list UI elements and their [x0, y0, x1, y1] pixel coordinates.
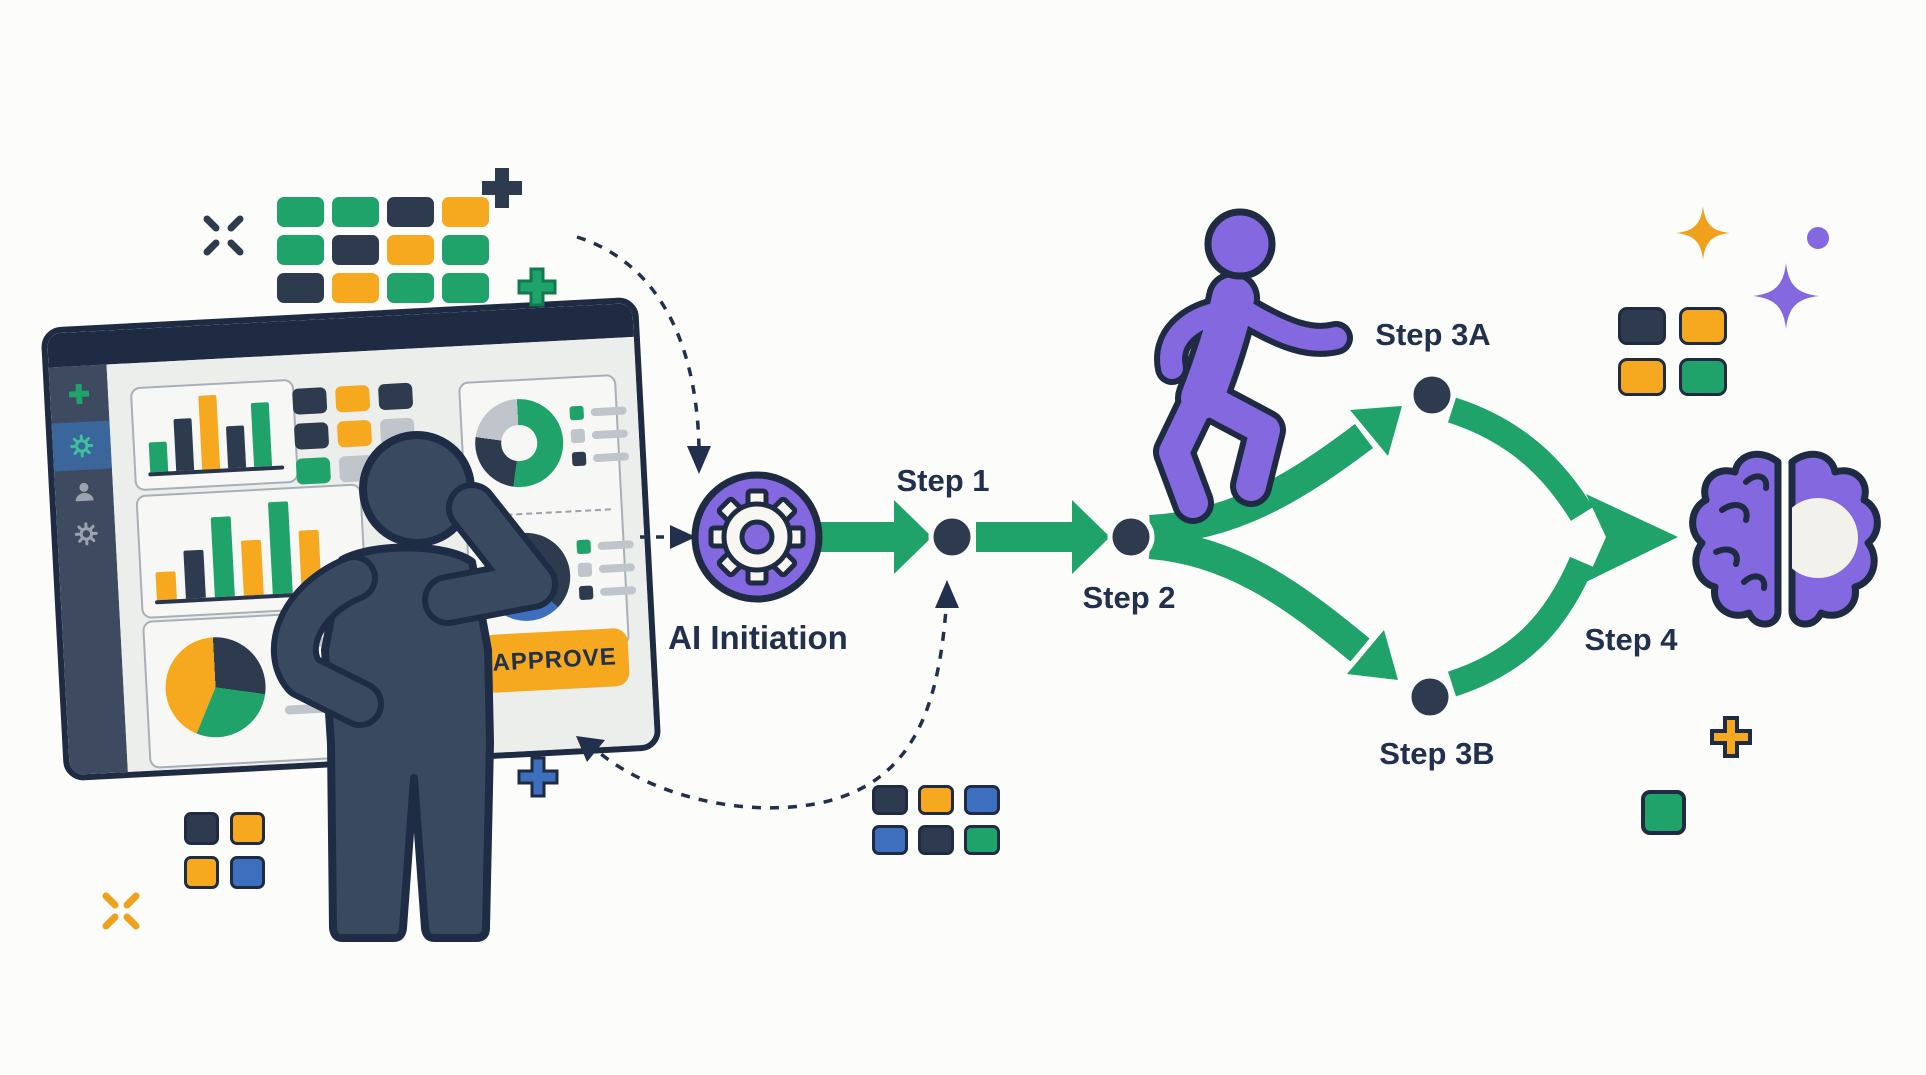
- gear-icon[interactable]: [74, 521, 99, 546]
- arrowhead-down: [687, 446, 711, 474]
- node-step-3a: [1408, 371, 1456, 419]
- grid-cell-navy: [918, 825, 954, 855]
- cross-mark-icon: [102, 892, 140, 930]
- step4-arrowhead: [1586, 494, 1678, 582]
- grid-cell-green: [332, 197, 379, 227]
- grid-cell-orange: [1679, 307, 1727, 345]
- grid-cell-green: [277, 197, 324, 227]
- user-icon[interactable]: [72, 479, 97, 504]
- grid-cell-navy: [872, 785, 908, 815]
- grid-cell-green: [277, 235, 324, 265]
- arrowhead-up: [935, 580, 959, 608]
- sparkle-icon: [1676, 206, 1730, 260]
- dashboard-panel: APPROVE: [40, 296, 662, 782]
- deco-grid-top-left: [277, 197, 489, 303]
- grid-cell-orange: [1618, 358, 1666, 396]
- thinking-person-body: [321, 543, 494, 942]
- branch-down: [1148, 529, 1370, 662]
- node-step-2: [1107, 513, 1155, 561]
- deco-grid-bottom-middle: [872, 785, 1000, 855]
- dashboard-sidebar: [48, 364, 128, 776]
- arrowhead-right: [670, 525, 696, 549]
- grid-cell-green: [442, 235, 489, 265]
- grid-cell-orange: [230, 812, 265, 845]
- node-step-1: [928, 513, 976, 561]
- node-step-3b: [1406, 673, 1454, 721]
- plus-icon[interactable]: [66, 381, 91, 406]
- walking-person-head: [1204, 208, 1276, 280]
- label-step-4: Step 4: [1584, 622, 1678, 657]
- label-step-1: Step 1: [896, 463, 990, 498]
- plus-icon: [482, 168, 522, 208]
- grid-cell-green: [387, 273, 434, 303]
- step-nodes: [928, 371, 1456, 721]
- sparkle-icon: [1753, 263, 1819, 329]
- grid-cell-green: [442, 273, 489, 303]
- brain-folds: [1713, 473, 1770, 591]
- gear-icon: [708, 488, 806, 586]
- grid-cell-blue: [230, 856, 265, 889]
- plus-icon: [517, 267, 557, 307]
- brain-left-half: [1689, 450, 1782, 628]
- label-ai-initiation: AI Initiation: [668, 619, 848, 656]
- grid-cell-blue: [964, 785, 1000, 815]
- arrow-step1: [818, 500, 932, 574]
- branch-up-arrowhead: [1350, 406, 1402, 456]
- dashed-arrow-to-gear: [576, 235, 701, 448]
- dashed-feedback-loop: [592, 595, 949, 810]
- branch-down-arrowhead: [1347, 630, 1398, 680]
- grid-cell-green: [964, 825, 1000, 855]
- deco-green-square: [1641, 790, 1686, 835]
- curve-3b-to-4: [1447, 556, 1594, 697]
- grid-cell-orange: [442, 197, 489, 227]
- thinking-person-right-arm: [428, 488, 552, 620]
- grid-cell-navy: [387, 197, 434, 227]
- gear-icon[interactable]: [69, 433, 94, 458]
- grid-cell-orange: [387, 235, 434, 265]
- plus-icon: [1710, 716, 1752, 758]
- thinking-person-left-arm: [276, 560, 378, 722]
- ai-gear-badge: [691, 471, 823, 603]
- grid-cell-navy: [184, 812, 219, 845]
- dot-icon: [1807, 227, 1829, 249]
- curve-3a-to-4: [1447, 397, 1594, 521]
- grid-cell-orange: [184, 856, 219, 889]
- label-step-3b: Step 3B: [1379, 736, 1495, 771]
- brain-icon: [1689, 450, 1881, 628]
- grid-cell-navy: [332, 235, 379, 265]
- grid-cell-orange: [918, 785, 954, 815]
- arrowhead-up-left: [576, 736, 605, 762]
- label-step-3a: Step 3A: [1375, 317, 1491, 352]
- label-step-2: Step 2: [1082, 580, 1176, 615]
- thinking-person: [270, 431, 558, 942]
- grid-cell-blue: [872, 825, 908, 855]
- grid-cell-navy: [1618, 307, 1666, 345]
- converge-curves: [1447, 397, 1594, 697]
- plus-icon: [517, 756, 559, 798]
- deco-grid-bottom-left: [184, 812, 265, 889]
- cross-mark-icon: [203, 215, 244, 256]
- deco-grid-right: [1618, 307, 1727, 396]
- grid-cell-green: [1679, 358, 1727, 396]
- walking-person: [1153, 208, 1353, 524]
- arrow-step2: [976, 500, 1110, 574]
- grid-cell-orange: [332, 273, 379, 303]
- grid-cell-navy: [277, 273, 324, 303]
- flow-arrows: [818, 500, 1110, 574]
